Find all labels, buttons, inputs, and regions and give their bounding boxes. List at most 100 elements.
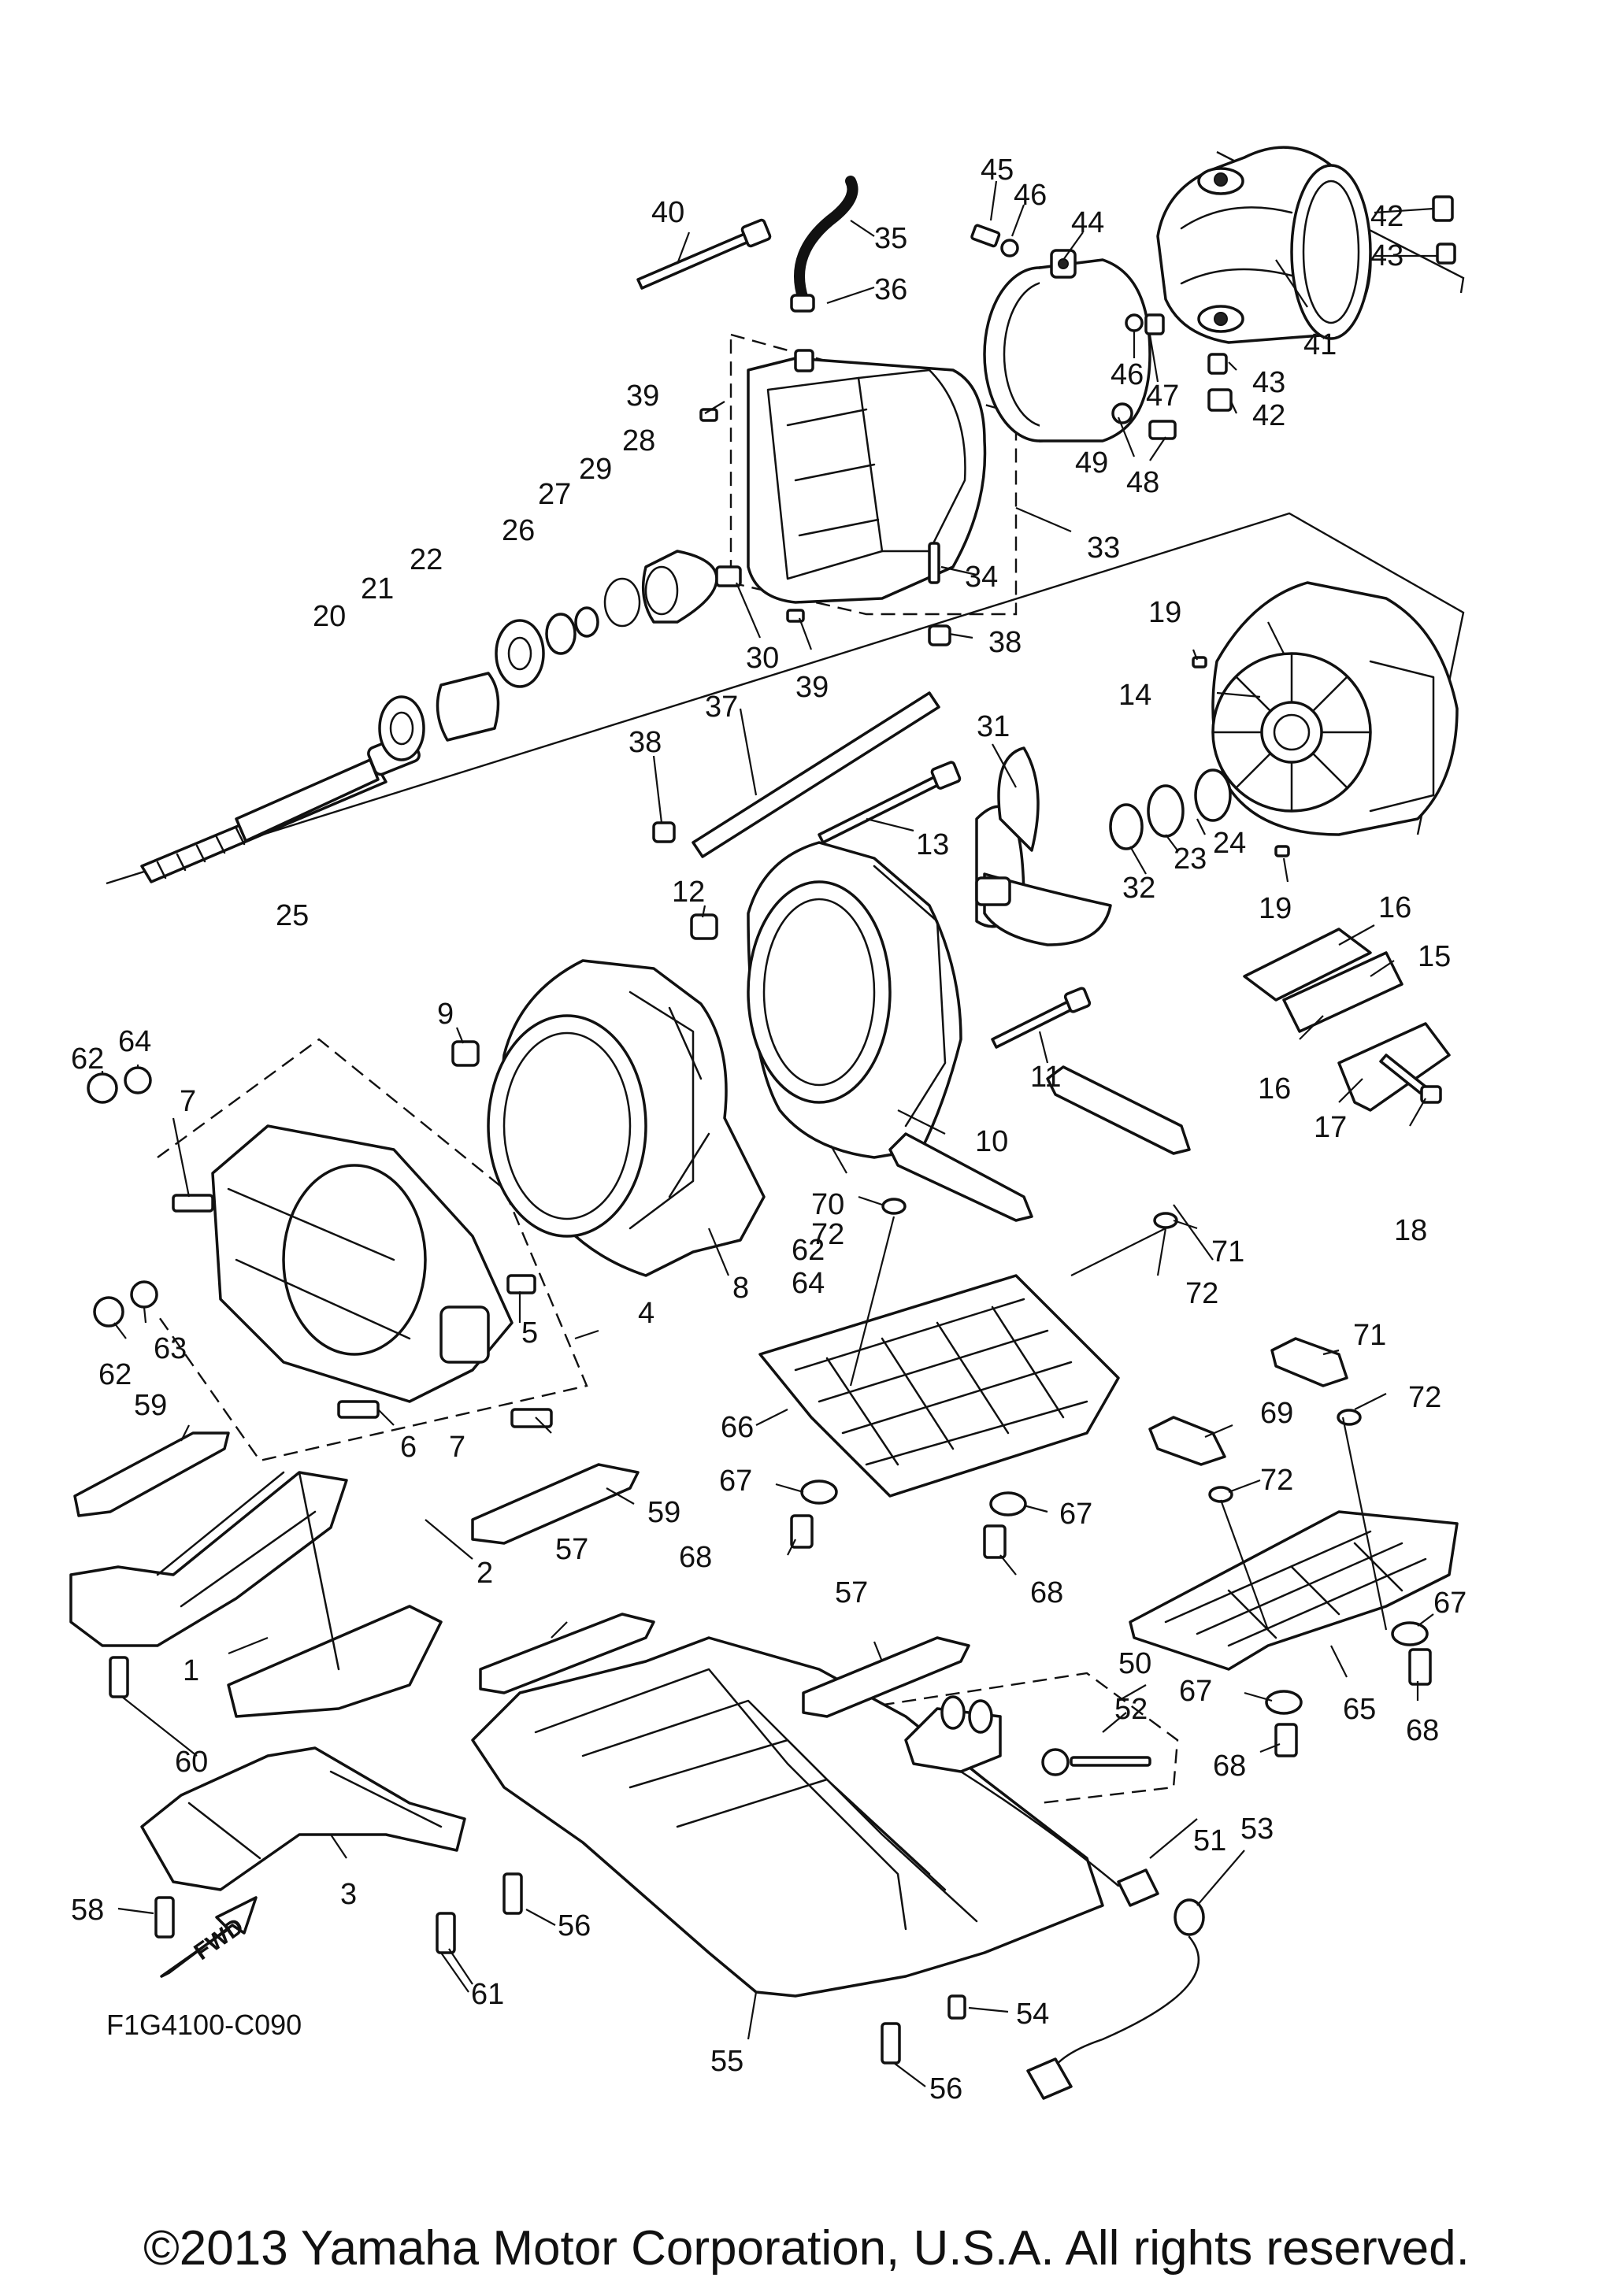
callout-67d: 67 — [1179, 1675, 1212, 1708]
callout-59a: 59 — [134, 1389, 167, 1422]
callout-labels: 1 2 3 4 5 6 7 7 8 9 10 11 12 13 14 15 16… — [71, 154, 1467, 2105]
callout-46a: 46 — [1014, 179, 1047, 212]
mounting-bracket-3-part — [140, 1746, 466, 1891]
callout-42b: 42 — [1252, 399, 1285, 432]
callout-36: 36 — [874, 273, 907, 306]
callout-25: 25 — [276, 899, 309, 932]
callout-39a: 39 — [626, 380, 659, 413]
callout-37: 37 — [705, 691, 738, 724]
callout-49: 49 — [1075, 446, 1108, 480]
callout-28: 28 — [622, 424, 655, 457]
callout-38a: 38 — [988, 626, 1022, 659]
callout-46b: 46 — [1111, 358, 1144, 391]
callout-29: 29 — [579, 453, 612, 486]
callout-22: 22 — [410, 543, 443, 576]
intake-grate-base-part — [211, 1124, 514, 1403]
callout-53: 53 — [1240, 1813, 1274, 1846]
callout-55: 55 — [710, 2045, 743, 2078]
speed-sensor-part — [904, 1695, 1205, 2100]
callout-42a: 42 — [1370, 200, 1403, 233]
bracket-71-upper-part — [1046, 1065, 1191, 1155]
nozzle-part — [1156, 146, 1372, 344]
callout-24: 24 — [1213, 827, 1246, 860]
callout-68b: 68 — [1030, 1576, 1063, 1609]
callout-17: 17 — [1314, 1111, 1347, 1144]
callout-31: 31 — [977, 710, 1010, 743]
callout-19b: 19 — [1259, 892, 1292, 925]
callout-67b: 67 — [1059, 1498, 1092, 1531]
callout-6: 6 — [400, 1431, 417, 1464]
bracket-group-dashed — [858, 1672, 1179, 1805]
callout-67a: 67 — [719, 1465, 752, 1498]
intake-duct-group-dashed — [157, 1038, 588, 1462]
callout-11: 11 — [1030, 1061, 1061, 1094]
callout-61: 61 — [471, 1978, 504, 2011]
callout-72a: 72 — [811, 1218, 844, 1251]
callout-20: 20 — [313, 600, 346, 633]
callout-66: 66 — [721, 1411, 754, 1444]
impeller-part — [975, 746, 1112, 946]
bracket-70-part — [888, 1132, 1033, 1222]
callout-69: 69 — [1260, 1397, 1293, 1430]
callout-62b: 62 — [792, 1234, 825, 1267]
mounting-bracket-1-part — [69, 1471, 443, 1718]
callout-30: 30 — [746, 642, 779, 675]
callout-68c: 68 — [1406, 1714, 1439, 1747]
impeller-housing-part — [1211, 581, 1459, 836]
leader-lines — [101, 180, 1437, 2087]
callout-26: 26 — [502, 514, 535, 547]
callout-16b: 16 — [1258, 1072, 1291, 1105]
rail-59-left-part — [73, 1431, 230, 1517]
fasteners-part — [87, 176, 1456, 2065]
callout-54: 54 — [1016, 1998, 1049, 2031]
callout-57b: 57 — [835, 1576, 868, 1609]
callout-21: 21 — [361, 572, 394, 605]
hull-plate-part — [471, 1636, 1104, 1998]
rail-57-right-part — [802, 1636, 970, 1718]
callout-33: 33 — [1087, 531, 1120, 565]
callout-65: 65 — [1343, 1693, 1376, 1726]
callout-4: 4 — [638, 1297, 654, 1330]
callout-72b: 72 — [1185, 1277, 1218, 1310]
callout-5: 5 — [521, 1316, 538, 1350]
callout-9: 9 — [437, 998, 454, 1031]
callout-35: 35 — [874, 222, 907, 255]
callout-71b: 71 — [1211, 1235, 1244, 1268]
callout-50: 50 — [1118, 1647, 1151, 1680]
callout-32: 32 — [1122, 872, 1155, 905]
callout-7b: 7 — [449, 1431, 465, 1464]
callout-56a: 56 — [558, 1909, 591, 1942]
callout-38b: 38 — [629, 726, 662, 759]
callout-68d: 68 — [1213, 1750, 1246, 1783]
callout-27: 27 — [538, 478, 571, 511]
callout-71a: 71 — [1353, 1319, 1386, 1352]
callout-62a: 62 — [71, 1042, 104, 1076]
duct-ring-part — [747, 841, 962, 1159]
bracket-69-part — [1148, 1416, 1226, 1466]
ride-plate-part — [758, 1274, 1120, 1498]
callout-34: 34 — [965, 561, 998, 594]
callout-2: 2 — [476, 1557, 493, 1590]
callout-48: 48 — [1126, 466, 1159, 499]
callout-16a: 16 — [1378, 891, 1411, 924]
callout-14: 14 — [1118, 679, 1151, 712]
callout-47: 47 — [1146, 380, 1179, 413]
callout-68a: 68 — [679, 1541, 712, 1574]
rail-59-right-part — [471, 1463, 640, 1545]
callout-41: 41 — [1303, 328, 1337, 361]
callout-44: 44 — [1071, 206, 1104, 239]
callout-12: 12 — [672, 876, 705, 909]
callout-64b: 64 — [792, 1267, 825, 1300]
callout-1: 1 — [183, 1654, 199, 1687]
rail-57-left-part — [479, 1613, 655, 1694]
callout-40: 40 — [651, 196, 684, 229]
callout-39b: 39 — [795, 671, 829, 704]
callout-67c: 67 — [1433, 1587, 1467, 1620]
callout-23: 23 — [1174, 842, 1207, 876]
steering-ring-part — [983, 249, 1151, 443]
figure-code: F1G4100-C090 — [106, 2009, 302, 2041]
callout-7a: 7 — [180, 1085, 196, 1118]
callout-72d: 72 — [1260, 1464, 1293, 1497]
copyright-notice: ©2013 Yamaha Motor Corporation, U.S.A. A… — [143, 2221, 1470, 2276]
